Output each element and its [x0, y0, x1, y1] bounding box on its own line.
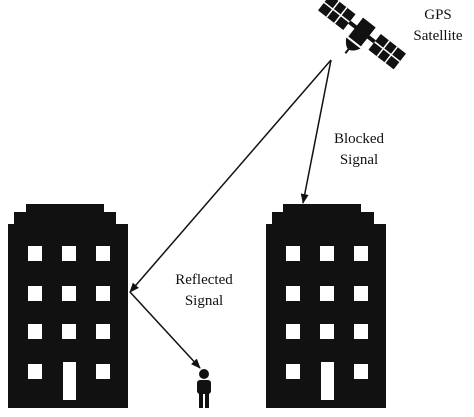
building-right-door	[321, 362, 334, 400]
blocked-signal-arrow	[300, 59, 332, 204]
building-right	[266, 204, 386, 408]
reflected-signal-label-line1: Reflected	[175, 272, 233, 288]
building-right-windows	[286, 246, 368, 379]
blocked-signal-label: Blocked Signal	[318, 129, 400, 171]
building-left-windows	[28, 246, 110, 379]
person-icon	[197, 369, 211, 408]
satellite-icon	[318, 0, 406, 70]
building-left	[8, 204, 128, 408]
signal-paths	[129, 59, 332, 369]
satellite-label: GPS Satellite	[400, 5, 474, 47]
blocked-signal-label-line1: Blocked	[334, 131, 384, 147]
satellite-label-line1: GPS	[424, 7, 452, 23]
building-left-door	[63, 362, 76, 400]
reflected-signal-arrow	[129, 291, 201, 369]
direct-signal-line	[129, 59, 332, 293]
reflected-signal-label-line2: Signal	[184, 293, 224, 309]
blocked-signal-label-line2: Signal	[339, 152, 379, 168]
satellite-label-line2: Satellite	[413, 28, 463, 44]
reflected-signal-label: Reflected Signal	[158, 270, 250, 312]
